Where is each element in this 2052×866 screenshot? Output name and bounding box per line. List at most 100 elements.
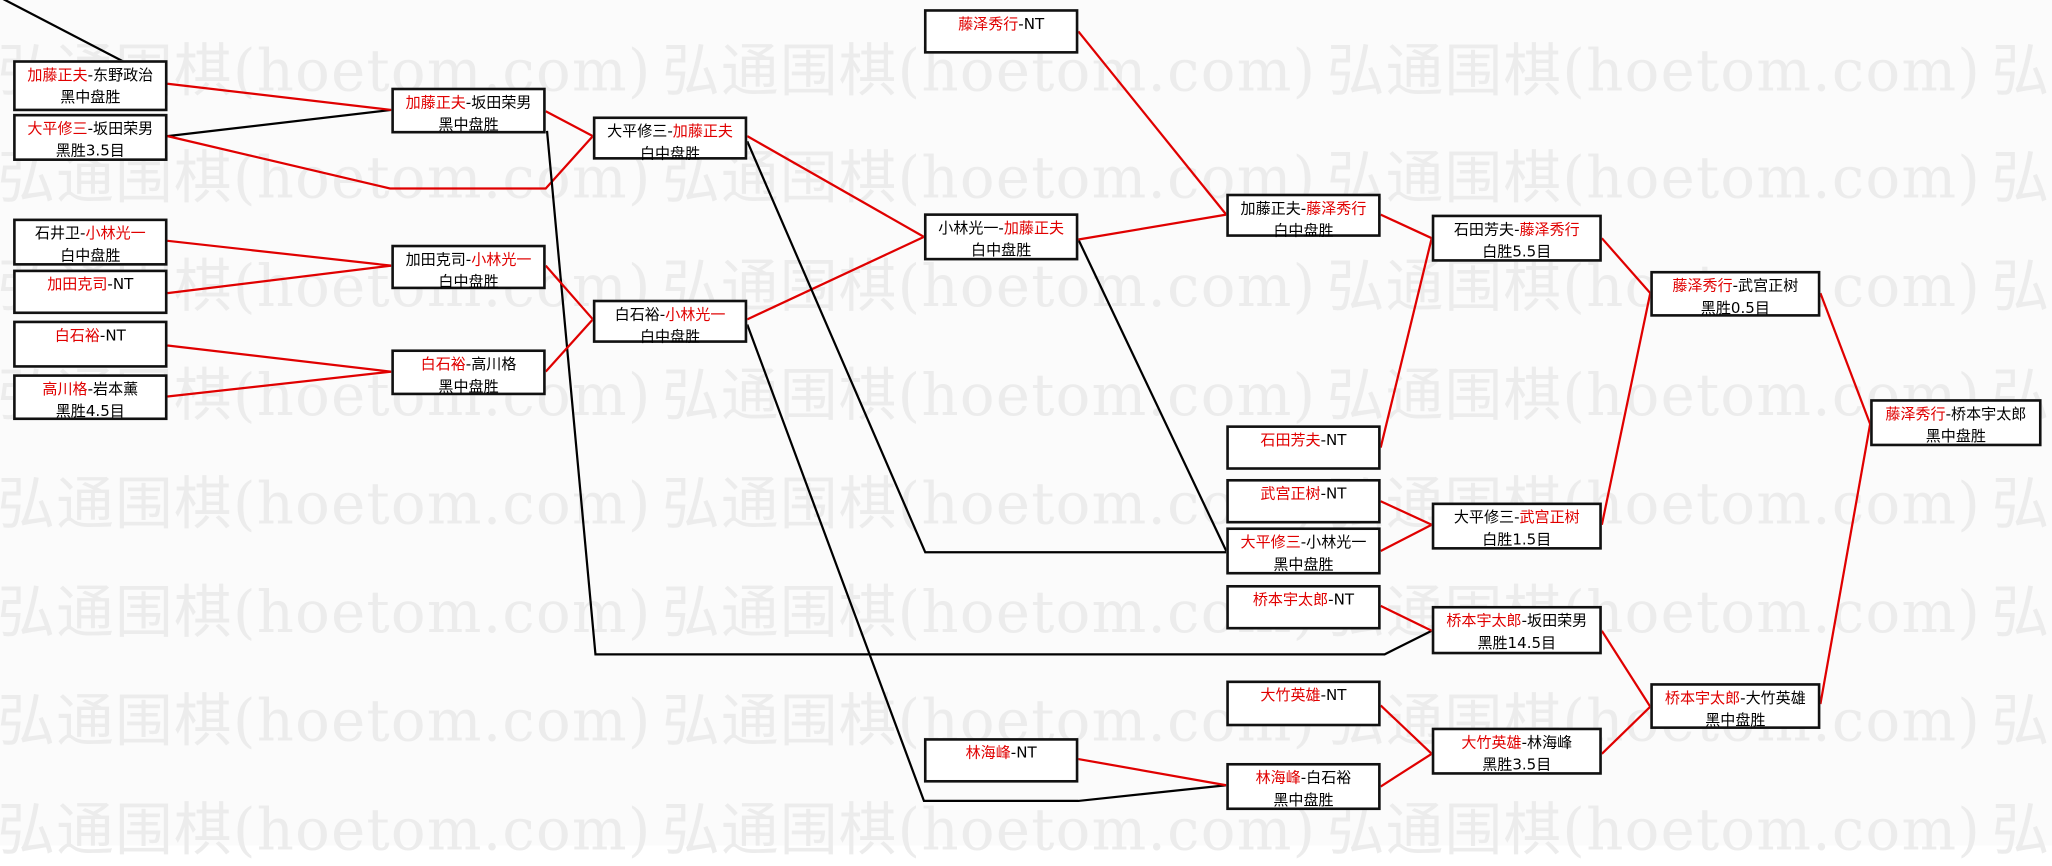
- winner-name: 加田克司: [47, 274, 108, 294]
- watermark-row: 弘通围棋(hoetom.com)弘通围棋(hoetom.com)弘通围棋(hoe…: [0, 457, 2052, 541]
- player-name: 桥本宇太郎: [1951, 404, 2027, 423]
- match-box[interactable]: 石田芳夫-藤泽秀行白胜5.5目: [1431, 214, 1602, 262]
- separator: -: [1320, 484, 1327, 503]
- match-players: 加藤正夫-东野政治: [16, 64, 165, 86]
- match-box[interactable]: 加田克司-NT: [13, 269, 168, 315]
- match-box[interactable]: 大平修三-加藤正夫白中盘胜: [592, 116, 748, 162]
- match-players: 白石裕-高川格: [394, 353, 543, 375]
- watermark-text: 弘通围棋(hoetom.com): [0, 471, 652, 538]
- winner-name: 藤泽秀行: [1519, 219, 1580, 239]
- match-players: 小林光一-加藤正夫: [927, 217, 1076, 239]
- match-box[interactable]: 石井卫-小林光一白中盘胜: [13, 218, 168, 266]
- match-players: 藤泽秀行-桥本宇太郎: [1873, 403, 2039, 425]
- match-result: 黑中盘胜: [438, 115, 499, 134]
- match-result: 白胜5.5目: [1482, 242, 1552, 261]
- match-players: 白石裕-NT: [16, 325, 165, 347]
- match-box[interactable]: 石田芳夫-NT: [1226, 425, 1381, 470]
- match-box[interactable]: 加藤正夫-藤泽秀行白中盘胜: [1226, 193, 1381, 239]
- player-name: NT: [112, 274, 134, 294]
- match-players: 武宫正树-NT: [1229, 483, 1378, 505]
- winner-name: 桥本宇太郎: [1664, 688, 1741, 707]
- separator: -: [87, 65, 94, 84]
- match-box[interactable]: 小林光一-加藤正夫白中盘胜: [923, 213, 1079, 261]
- loser-path-line: [167, 108, 392, 138]
- player-name: 石井卫: [34, 223, 81, 243]
- separator: -: [1945, 404, 1952, 423]
- match-result: 白中盘胜: [1273, 221, 1334, 240]
- winner-name: 林海峰: [1255, 768, 1301, 787]
- winner-path-line: [1380, 752, 1433, 788]
- player-name: 高川格: [471, 354, 517, 373]
- player-name: NT: [1333, 590, 1355, 609]
- separator: -: [1010, 743, 1017, 762]
- player-name: 坂田荣男: [471, 92, 532, 112]
- player-name: NT: [1326, 430, 1347, 449]
- match-players: 林海峰-白石裕: [1229, 767, 1378, 789]
- match-box[interactable]: 白石裕-NT: [13, 320, 168, 368]
- winner-name: 藤泽秀行: [1885, 404, 1946, 423]
- match-box[interactable]: 大平修三-武宫正树白胜1.5目: [1431, 502, 1602, 550]
- match-players: 加田克司-小林光一: [394, 249, 543, 271]
- match-box[interactable]: 桥本宇太郎-大竹英雄黑中盘胜: [1650, 683, 1821, 729]
- match-box[interactable]: 藤泽秀行-NT: [923, 9, 1079, 54]
- winner-path-line: [544, 264, 594, 321]
- separator: -: [1300, 532, 1307, 551]
- player-name: 石田芳夫: [1453, 219, 1515, 239]
- player-name: 白石裕: [614, 304, 660, 324]
- match-result: 黑胜3.5目: [55, 141, 125, 160]
- separator: -: [80, 223, 86, 243]
- match-result: 黑中盘胜: [60, 87, 121, 107]
- winner-name: 武宫正树: [1260, 484, 1321, 503]
- separator: -: [87, 379, 94, 398]
- player-name: 大平修三: [607, 121, 668, 141]
- winner-path-line: [1600, 630, 1652, 708]
- match-box[interactable]: 加藤正夫-坂田荣男黑中盘胜: [391, 87, 546, 134]
- winner-name: 高川格: [42, 379, 88, 398]
- winner-path-line: [1379, 704, 1433, 755]
- match-players: 白石裕-小林光一: [595, 304, 744, 326]
- winner-name: 桥本宇太郎: [1252, 590, 1329, 609]
- separator: -: [465, 354, 472, 373]
- match-box[interactable]: 藤泽秀行-武宫正树黑胜0.5目: [1650, 270, 1821, 317]
- match-box[interactable]: 大竹英雄-NT: [1226, 680, 1381, 727]
- separator: -: [659, 304, 666, 324]
- watermark-text: 弘通围棋(hoetom.com): [1991, 579, 2052, 647]
- winner-path-line: [545, 110, 594, 138]
- watermark-row: 弘通围棋(hoetom.com)弘通围棋(hoetom.com)弘通围棋(hoe…: [0, 24, 2052, 108]
- match-box[interactable]: 白石裕-高川格黑中盘胜: [391, 349, 546, 396]
- match-box[interactable]: 林海峰-白石裕黑中盘胜: [1226, 762, 1381, 811]
- match-box[interactable]: 加田克司-小林光一白中盘胜: [391, 244, 546, 291]
- watermark-text: 弘通围棋(hoetom.com): [662, 471, 1317, 538]
- match-box[interactable]: 大竹英雄-林海峰黑胜3.5目: [1431, 727, 1602, 775]
- match-box[interactable]: 藤泽秀行-桥本宇太郎黑中盘胜: [1870, 399, 2042, 447]
- player-name: 坂田荣男: [93, 119, 154, 138]
- match-result: 白中盘胜: [639, 143, 701, 163]
- watermark-text: 弘通围棋(hoetom.com): [662, 253, 1317, 321]
- match-players: 大竹英雄-NT: [1229, 684, 1378, 706]
- winner-path-line: [167, 135, 594, 190]
- match-box[interactable]: 桥本宇太郎-坂田荣男黑胜14.5目: [1431, 605, 1602, 655]
- winner-path-line: [1379, 237, 1433, 448]
- match-box[interactable]: 大平修三-坂田荣男黑胜3.5目: [13, 113, 168, 161]
- separator: -: [998, 218, 1004, 237]
- watermark-text: 弘通围棋(hoetom.com): [662, 579, 1317, 647]
- match-result: 白中盘胜: [639, 327, 701, 346]
- match-box[interactable]: 武宫正树-NT: [1226, 478, 1381, 524]
- match-result: 黑胜3.5目: [1482, 755, 1552, 774]
- match-box[interactable]: 高川格-岩本薰黑胜4.5目: [13, 374, 168, 421]
- winner-path-line: [1380, 213, 1433, 240]
- winner-name: 藤泽秀行: [958, 14, 1019, 33]
- match-result: 黑胜14.5目: [1477, 633, 1557, 652]
- match-box[interactable]: 加藤正夫-东野政治黑中盘胜: [13, 60, 168, 112]
- winner-name: 大平修三: [27, 119, 88, 138]
- watermark-text: 弘通围棋(hoetom.com): [0, 688, 652, 756]
- winner-name: 藤泽秀行: [1306, 198, 1367, 218]
- match-box[interactable]: 桥本宇太郎-NT: [1226, 584, 1381, 630]
- winner-name: 武宫正树: [1519, 507, 1580, 527]
- match-box[interactable]: 白石裕-小林光一白中盘胜: [592, 299, 748, 345]
- match-box[interactable]: 林海峰-NT: [923, 738, 1079, 783]
- winner-path-line: [1819, 423, 1872, 705]
- watermark-text: 弘通围棋(hoetom.com): [662, 362, 1317, 430]
- winner-name: 桥本宇太郎: [1446, 611, 1522, 630]
- match-box[interactable]: 大平修三-小林光一黑中盘胜: [1226, 527, 1381, 575]
